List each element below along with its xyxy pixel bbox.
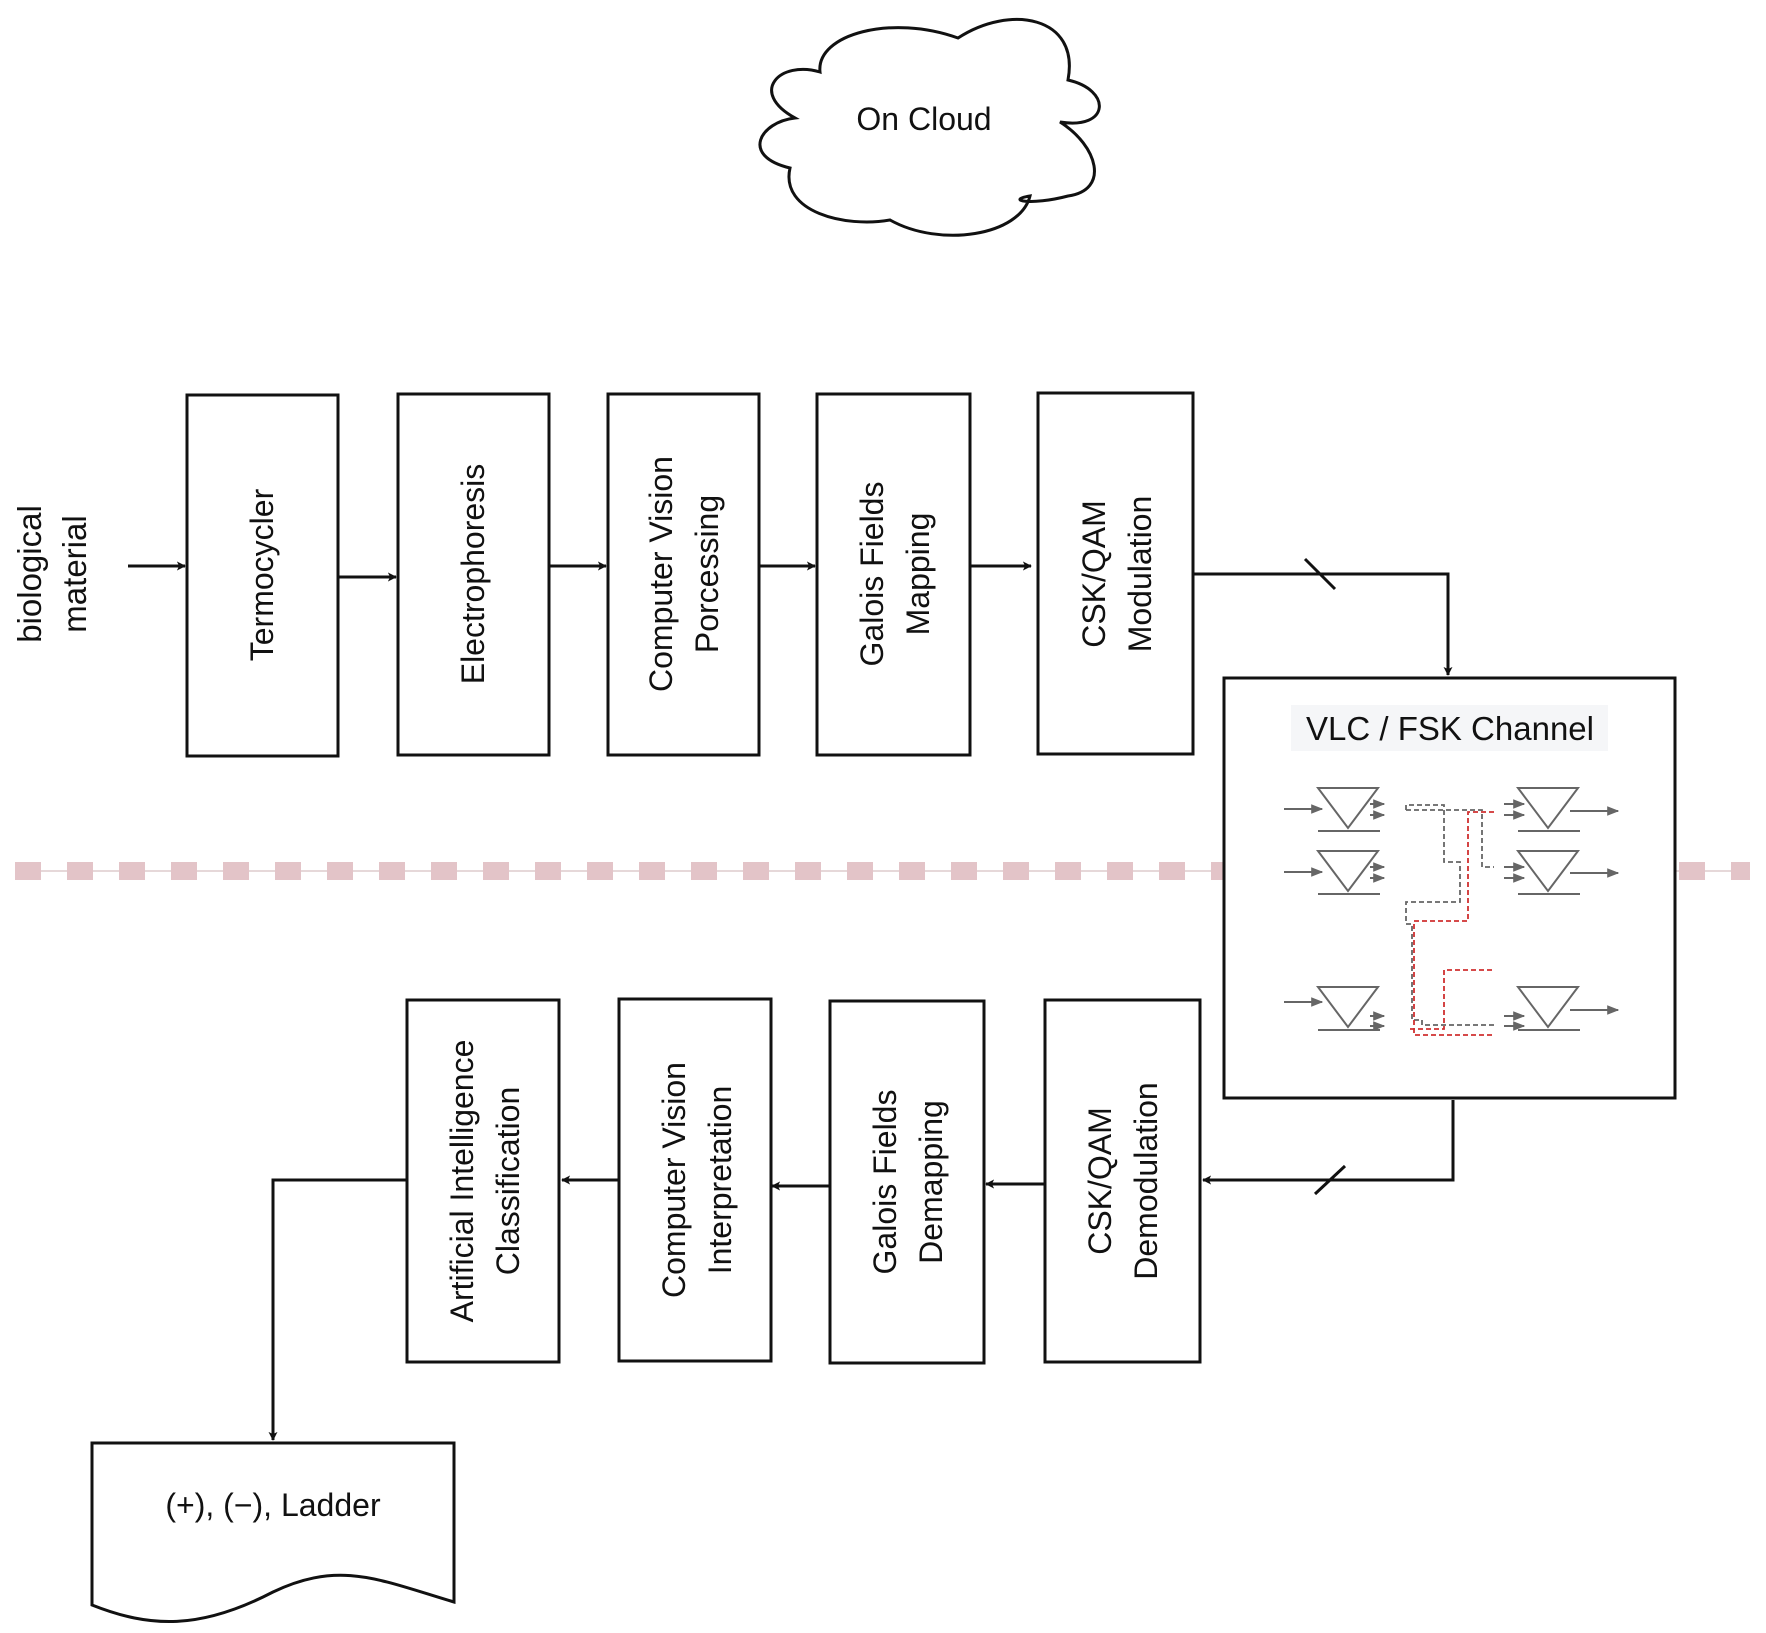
- block-galois-mapping-line-2: Mapping: [900, 513, 936, 636]
- transmit-arrows: [128, 557, 1453, 676]
- block-cv-processing: Computer Vision Porcessing: [606, 392, 761, 757]
- block-galois-demapping: Galois Fields Demapping: [828, 999, 986, 1365]
- photodiode-icon: [1504, 787, 1620, 832]
- block-galois-mapping: Galois Fields Mapping: [815, 392, 972, 757]
- block-termocycler-label: Termocycler: [244, 488, 280, 661]
- channel-block: VLC / FSK Channel: [1222, 676, 1677, 1100]
- block-cv-interpretation-line-1: Computer Vision: [656, 1062, 692, 1298]
- block-csk-demodulation-line-1: CSK/QAM: [1082, 1107, 1118, 1255]
- block-cv-interpretation: Computer Vision Interpretation: [617, 997, 773, 1363]
- block-ai-classification-line-2: Classification: [490, 1087, 526, 1276]
- led-icon: [1284, 986, 1386, 1031]
- block-cv-interpretation-line-2: Interpretation: [702, 1086, 738, 1275]
- block-csk-modulation: CSK/QAM Modulation: [1036, 391, 1195, 756]
- block-galois-demapping-line-1: Galois Fields: [867, 1090, 903, 1275]
- output-document: (+), (−), Ladder: [90, 1441, 456, 1624]
- block-termocycler: Termocycler: [185, 393, 340, 758]
- block-ai-classification-line-1: Artificial Intelligence: [444, 1040, 480, 1323]
- input-label: biological material: [11, 505, 93, 643]
- arrow-channel-to-demod: [1202, 1100, 1455, 1185]
- output-label: (+), (−), Ladder: [165, 1487, 381, 1523]
- led-icon: [1284, 787, 1386, 832]
- block-electrophoresis-label: Electrophoresis: [455, 464, 491, 685]
- bus-slash-transmit: [1303, 557, 1337, 591]
- receive-arrows: [268, 1100, 1455, 1441]
- bus-slash-receive: [1313, 1164, 1347, 1196]
- input-label-line-2: material: [56, 515, 93, 632]
- channel-title: VLC / FSK Channel: [1306, 710, 1594, 747]
- block-ai-classification: Artificial Intelligence Classification: [405, 998, 561, 1364]
- block-electrophoresis: Electrophoresis: [396, 392, 551, 757]
- cloud-shape: On Cloud: [758, 18, 1101, 237]
- led-icon: [1284, 850, 1386, 895]
- block-csk-demodulation: CSK/QAM Demodulation: [1043, 998, 1202, 1364]
- block-cv-processing-line-2: Porcessing: [689, 495, 725, 653]
- channel-paths: [1405, 804, 1494, 1036]
- arrow-csk-to-channel: [1193, 572, 1453, 676]
- channel-title-bg: [1291, 705, 1608, 751]
- block-csk-modulation-line-1: CSK/QAM: [1076, 500, 1112, 648]
- arrow-ai-to-output: [268, 1178, 407, 1441]
- channel-schematic: [1284, 787, 1620, 1036]
- cloud-label: On Cloud: [856, 101, 991, 137]
- block-galois-mapping-line-1: Galois Fields: [854, 482, 890, 667]
- block-csk-demodulation-line-2: Demodulation: [1128, 1082, 1164, 1279]
- block-galois-demapping-line-2: Demapping: [913, 1100, 949, 1264]
- photodiode-icon: [1504, 850, 1620, 895]
- block-cv-processing-line-1: Computer Vision: [643, 456, 679, 692]
- input-label-line-1: biological: [11, 505, 48, 643]
- photodiode-icon: [1504, 986, 1620, 1031]
- block-csk-modulation-line-2: Modulation: [1122, 496, 1158, 653]
